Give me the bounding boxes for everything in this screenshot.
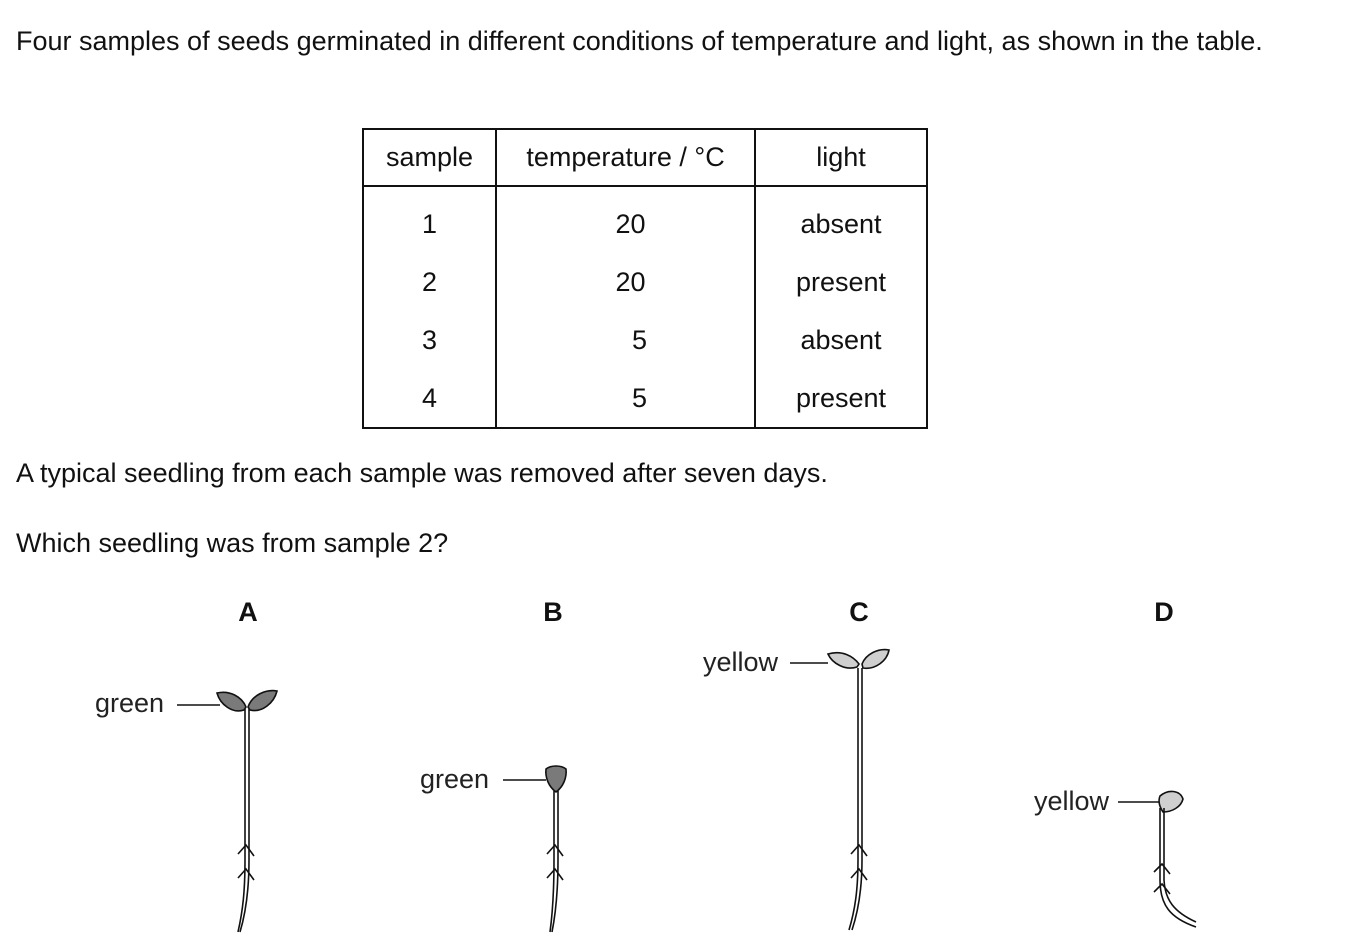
cell-light: present: [754, 253, 928, 311]
cell-sample: 2: [362, 253, 497, 311]
table-row: 2 20 present: [362, 253, 928, 311]
table-row: 4 5 present: [362, 369, 928, 428]
cell-sample: 3: [362, 311, 497, 369]
question-prompt: Which seedling was from sample 2?: [16, 528, 449, 558]
cell-light: absent: [754, 311, 928, 369]
cell-temperature: 20: [495, 253, 756, 311]
cell-temperature: 5: [495, 369, 756, 428]
option-d-label: yellow: [1034, 786, 1110, 816]
seedling-b[interactable]: [503, 765, 567, 933]
cell-sample: 4: [362, 369, 497, 428]
table-header-row: sample temperature / °C light: [362, 129, 928, 187]
statement-text: A typical seedling from each sample was …: [16, 458, 828, 488]
question-intro: Four samples of seeds germinated in diff…: [16, 26, 1263, 56]
seedling-a[interactable]: [177, 689, 278, 933]
option-b-label: green: [420, 764, 490, 794]
root-hairs: [546, 843, 564, 881]
option-b-letter[interactable]: B: [543, 597, 563, 627]
cotyledon-right: [861, 648, 890, 670]
cell-sample: 1: [362, 186, 497, 253]
cell-light: present: [754, 369, 928, 428]
seedling-d[interactable]: [1118, 790, 1197, 928]
closed-shoot-tip: [1158, 790, 1184, 813]
table-row: 3 5 absent: [362, 311, 928, 369]
option-c-letter[interactable]: C: [849, 597, 869, 627]
table-row: 1 20 absent: [362, 186, 928, 253]
root: [848, 859, 863, 931]
cell-light: absent: [754, 186, 928, 253]
root: [549, 859, 559, 933]
seedling-c[interactable]: [790, 648, 890, 931]
root-hairs: [850, 843, 868, 881]
header-temperature: temperature / °C: [495, 129, 756, 187]
root: [237, 859, 250, 933]
cotyledon-right: [247, 689, 278, 712]
root-hairs: [1153, 862, 1171, 895]
cell-temperature: 20: [495, 186, 756, 253]
conditions-table: sample temperature / °C light 1 20 absen…: [362, 128, 928, 429]
cell-temperature: 5: [495, 311, 756, 369]
cotyledon-left: [216, 691, 247, 712]
option-d-letter[interactable]: D: [1154, 597, 1174, 627]
closed-shoot-tip: [545, 765, 567, 793]
root-hairs: [237, 843, 255, 881]
cotyledon-left: [826, 651, 860, 669]
header-light: light: [754, 129, 928, 187]
option-c-label: yellow: [703, 647, 779, 677]
header-sample: sample: [362, 129, 497, 187]
option-a-letter[interactable]: A: [238, 597, 258, 627]
option-a-label: green: [95, 688, 165, 718]
